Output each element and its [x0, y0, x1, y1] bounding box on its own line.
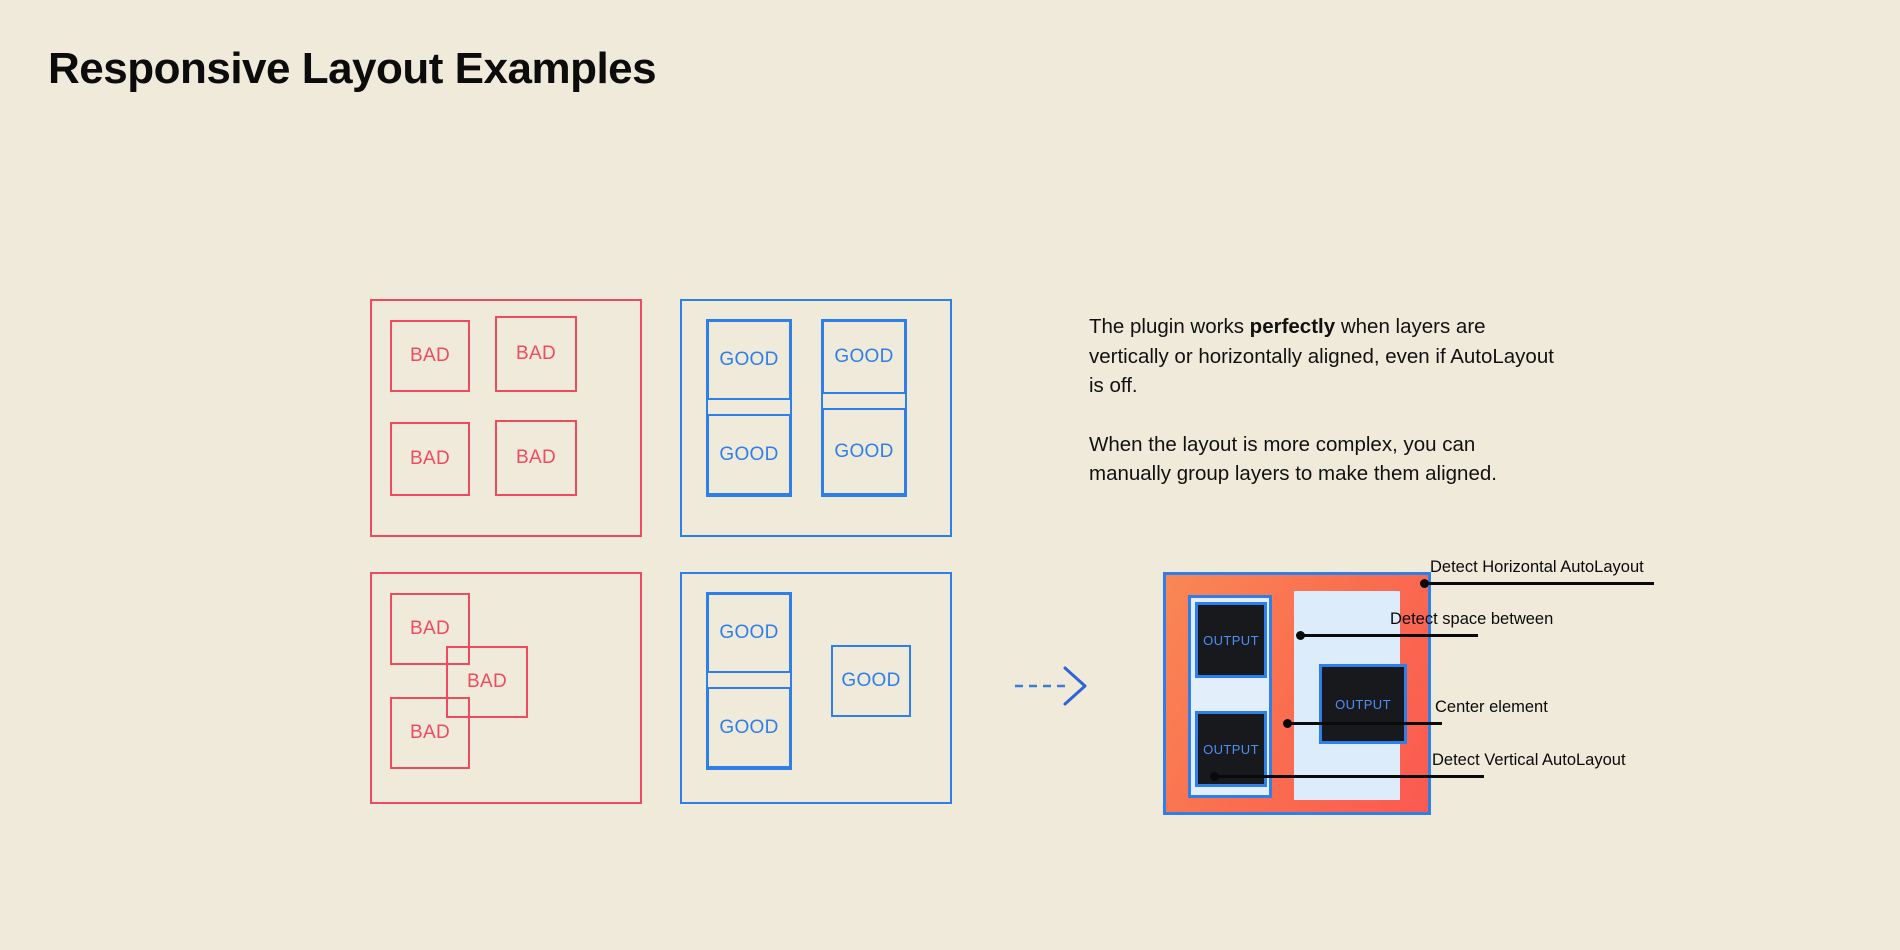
annotation-label: Detect Horizontal AutoLayout [1430, 558, 1644, 576]
good-box: GOOD [707, 687, 791, 768]
output-box: OUTPUT [1195, 602, 1267, 678]
page-title: Responsive Layout Examples [48, 44, 657, 93]
group-wrapper-column-1: GOOD GOOD [706, 319, 792, 497]
output-box: OUTPUT [1195, 711, 1267, 787]
annotation-label: Detect space between [1390, 610, 1554, 628]
good-box: GOOD [707, 593, 791, 673]
bad-box: BAD [390, 422, 470, 496]
bad-box: BAD [495, 420, 577, 496]
good-box: GOOD [707, 414, 791, 495]
example-group-bad-freeform: BAD BAD BAD [370, 572, 642, 804]
good-box: GOOD [822, 408, 906, 495]
copy-paragraph-1: The plugin works perfectly when layers a… [1089, 312, 1559, 401]
annotation-label: Center element [1435, 698, 1548, 716]
group-wrapper-column-2: GOOD GOOD [821, 319, 907, 497]
output-box: OUTPUT [1319, 664, 1407, 744]
copy-p1-bold: perfectly [1249, 315, 1336, 338]
group-wrapper-column-1: GOOD GOOD [706, 592, 792, 770]
bad-box: BAD [390, 320, 470, 392]
example-group-good-grid: GOOD GOOD GOOD GOOD [680, 299, 952, 537]
leader-line [1287, 722, 1442, 725]
annotation-label: Detect Vertical AutoLayout [1432, 751, 1626, 769]
leader-line [1300, 634, 1478, 637]
copy-p1-after: when layers are vertically or horizontal… [1089, 315, 1554, 397]
example-group-bad-grid: BAD BAD BAD BAD [370, 299, 642, 537]
leader-line [1214, 775, 1484, 778]
bad-box: BAD [390, 697, 470, 769]
result-diagram: OUTPUT OUTPUT OUTPUT [1163, 572, 1431, 815]
copy-paragraph-2: When the layout is more complex, you can… [1089, 432, 1497, 486]
explanatory-copy: The plugin works perfectly when layers a… [1089, 312, 1559, 489]
leader-line [1424, 582, 1654, 585]
good-box: GOOD [707, 320, 791, 400]
example-group-good-freeform: GOOD GOOD GOOD [680, 572, 952, 804]
result-left-column-group: OUTPUT OUTPUT [1188, 595, 1272, 798]
good-box: GOOD [822, 320, 906, 394]
bad-box: BAD [390, 593, 470, 665]
dashed-arrow-right-icon [1015, 665, 1095, 707]
good-box-standalone: GOOD [831, 645, 911, 717]
bad-box: BAD [446, 646, 528, 718]
bad-box: BAD [495, 316, 577, 392]
copy-p1-before: The plugin works [1089, 315, 1250, 338]
result-right-column-panel: OUTPUT [1294, 591, 1407, 800]
